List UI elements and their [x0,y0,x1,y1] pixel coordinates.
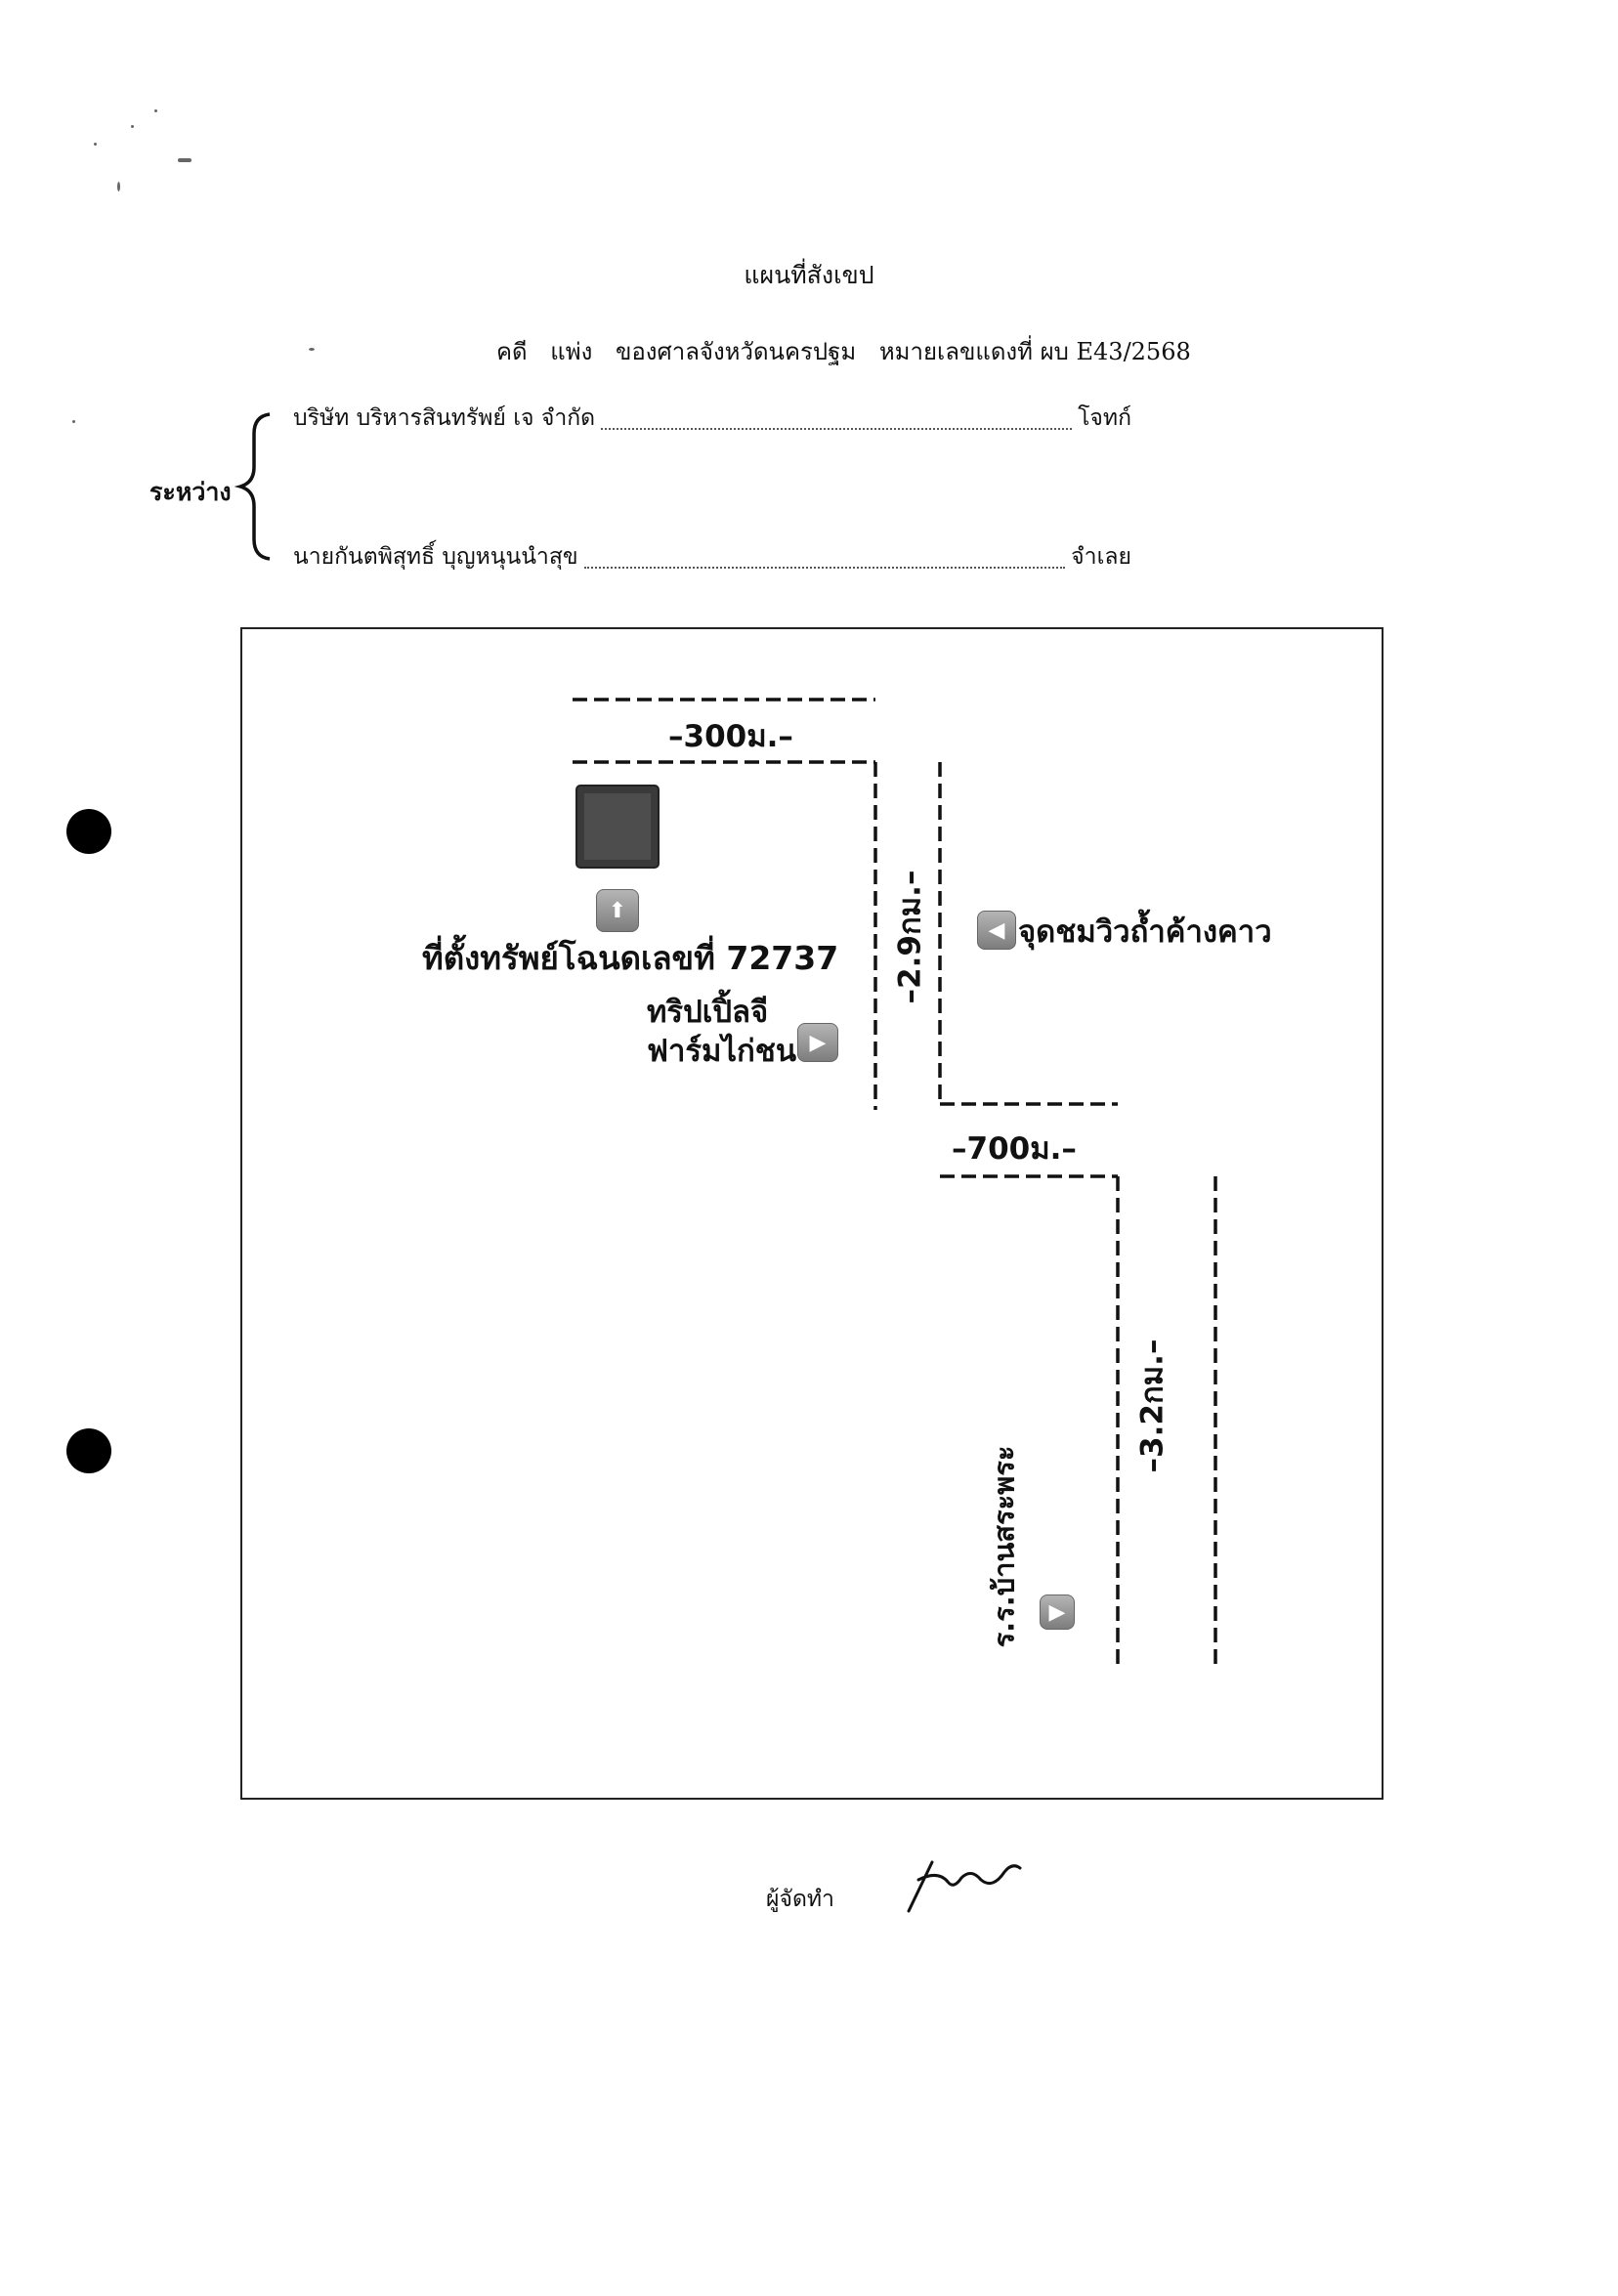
plaintiff-row: บริษัท บริหารสินทรัพย์ เจ จำกัด โจทก์ [293,401,1131,436]
road-lines [573,698,1217,1669]
farm-label-line2: ฟาร์มไก่ชน [647,1034,797,1069]
right-arrow-icon: ▶ [797,1023,838,1062]
plaintiff-role: โจทก์ [1078,405,1131,431]
document-title: แผนที่สังเขป [744,261,874,289]
defendant-name: นายกันตพิสุทธิ์ บุญหนุนนำสุข [293,544,578,570]
left-arrow-icon: ◀ [977,911,1016,950]
distance-label: –300ม.– [664,711,797,760]
party-brace [234,412,271,561]
between-label: ระหว่าง [149,478,232,506]
defendant-role: จำเลย [1071,544,1131,570]
plaintiff-name: บริษัท บริหารสินทรัพย์ เจ จำกัด [293,405,596,431]
punch-hole [66,1428,111,1473]
dotted-line [601,428,1073,430]
distance-label: –700ม.– [948,1124,1081,1172]
farm-label-line1: ทริปเปิ้ลจี [647,995,769,1030]
viewpoint-label: จุดชมวิวถ้ำค้างคาว [1018,914,1272,950]
right-arrow-icon: ▶ [1040,1594,1075,1630]
case-number: หมายเลขแดงที่ ผบ E43/2568 [878,338,1191,365]
distance-label: –3.2กม.– [1127,1335,1176,1477]
defendant-row: นายกันตพิสุทธิ์ บุญหนุนนำสุข จำเลย [293,539,1131,574]
case-category: แพ่ง [550,338,593,365]
sketch-map: –300ม.– –2.9กม.– –700ม.– –3.2กม.– ⬆ ที่ต… [240,627,1384,1800]
dotted-line [583,567,1066,569]
distance-label: –2.9กม.– [884,866,934,1008]
court-name: ของศาลจังหวัดนครปฐม [615,338,857,365]
punch-hole [66,809,111,854]
property-label: ที่ตั้งทรัพย์โฉนดเลขที่ 72737 [422,939,839,977]
preparer-signature [907,1860,1022,1913]
school-label: ร.ร.บ้านสระพระ [987,1445,1021,1648]
preparer-label: ผู้จัดทำ [766,1887,834,1912]
up-arrow-icon: ⬆ [596,889,639,932]
case-line: คดี แพ่ง ของศาลจังหวัดนครปฐม หมายเลขแดงท… [496,332,1207,370]
case-type-label: คดี [496,338,528,365]
